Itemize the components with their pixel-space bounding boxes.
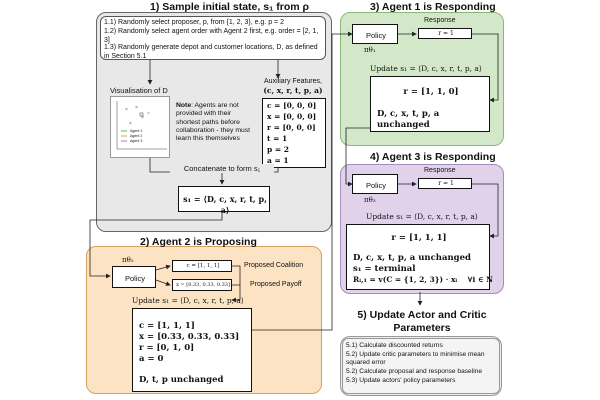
update-step-4: 5.3) Update actors' policy parameters	[346, 377, 456, 384]
initial-state: s₁ = ⟨D, c, x, r, t, p, a⟩	[183, 194, 267, 215]
legend-agent-3: Agent 3	[130, 139, 143, 143]
svg-text:×: ×	[141, 115, 144, 121]
section4-unchanged: D, c, x, t, p, a unchanged	[353, 253, 471, 263]
proposer-policy-label: Policy	[124, 274, 145, 283]
responder1-response-value: r = 1	[438, 30, 454, 37]
section4-r-value: r = [1, 1, 1]	[391, 233, 447, 243]
update-x: x = [0.33, 0.33, 0.33]	[139, 332, 240, 342]
aux-tuple: (c, x, r, t, p, a)	[263, 86, 323, 95]
responder3-policy-label: Policy	[365, 181, 386, 190]
responder3-response-value: r = 1	[438, 180, 454, 187]
aux-r: r = [0, 0, 0]	[267, 123, 316, 132]
initial-state-box: s₁ = ⟨D, c, x, r, t, p, a⟩	[178, 186, 270, 215]
aux-a: a = 1	[267, 156, 289, 165]
section1-title: 1) Sample initial state, s₁ from ρ	[150, 1, 310, 13]
svg-text:×: ×	[147, 111, 150, 117]
section3-update-label: Update s₁ = ⟨D, c, x, r, t, p, a⟩	[370, 64, 482, 73]
section4-title: 4) Agent 3 is Responding	[370, 151, 496, 163]
proposed-coalition-value: c = [1, 1, 1]	[186, 263, 220, 269]
legend-agent-1: Agent 1	[130, 129, 143, 133]
section3-r-value: r = [1, 1, 0]	[403, 87, 459, 97]
section5-title: 5) Update Actor and Critic Parameters	[357, 309, 487, 335]
aux-values-box: c = [0, 0, 0] x = [0, 0, 0] r = [0, 0, 0…	[262, 98, 326, 168]
proposer-policy-symbol: πθ₂	[122, 256, 134, 264]
aux-p: p = 2	[267, 145, 289, 154]
section2-update-label: Update s₁ = ⟨D, c, x, r, t, p, a⟩	[132, 296, 244, 305]
svg-text:×: ×	[135, 105, 138, 111]
section4-update-box: r = [1, 1, 1] D, c, x, t, p, a unchanged…	[346, 224, 493, 290]
locations-plot: × × × × × Agent 1 Agent 2 Agent 3	[110, 96, 170, 158]
responder3-response-box: r = 1	[418, 178, 472, 189]
concat-label: Concatenate to form s₁	[170, 164, 274, 174]
proposed-coalition-box: c = [1, 1, 1]	[172, 260, 232, 272]
update-c: c = [1, 1, 1]	[139, 321, 195, 331]
reward-formula: Rᵢ,₁ = v(C = {1, 2, 3}) · xᵢ ∀i ∈ N	[353, 275, 493, 284]
responder3-policy-box: Policy	[352, 174, 398, 194]
proposed-payoff-value: x = [0.33, 0.33, 0.33]	[176, 282, 230, 288]
responder3-policy-symbol: πθ₃	[364, 196, 376, 204]
section3-update-box: r = [1, 1, 0] D, c, x, t, p, a unchanged	[370, 76, 490, 132]
terminal-state: s₁ = terminal	[353, 264, 416, 274]
update-a: a = 0	[139, 354, 164, 364]
aux-c: c = [0, 0, 0]	[267, 101, 317, 110]
svg-text:×: ×	[129, 121, 132, 127]
init-steps-box: 1.1) Randomly select proposer, p, from {…	[100, 16, 326, 60]
responder1-policy-label: Policy	[365, 31, 386, 40]
section5-steps-box: 5.1) Calculate discounted returns 5.2) U…	[342, 338, 500, 394]
note-body: : Agents are not provided with their sho…	[176, 102, 251, 143]
update-step-1: 5.1) Calculate discounted returns	[346, 342, 443, 349]
responder1-policy-symbol: πθ₁	[364, 46, 376, 54]
proposed-payoff-box: x = [0.33, 0.33, 0.33]	[172, 279, 232, 291]
proposed-payoff-label: Proposed Payoff	[250, 281, 302, 288]
proposer-policy-box: Policy	[112, 266, 156, 288]
visualisation-label: Visualisation of D	[110, 86, 168, 95]
locations-scatter: × × × × ×	[116, 101, 167, 150]
aux-title: Auxiliary Features,	[264, 78, 322, 85]
section3-unchanged: D, c, x, t, p, a unchanged	[377, 109, 440, 131]
section2-unchanged: D, t, p unchanged	[139, 375, 224, 385]
init-step-1: 1.1) Randomly select proposer, p, from {…	[104, 19, 284, 26]
note-label: Note	[176, 102, 192, 109]
responder1-response-label: Response	[424, 17, 456, 24]
aux-t: t = 1	[267, 134, 288, 143]
responder1-policy-box: Policy	[352, 24, 398, 44]
init-step-2: 1.2) Randomly select agent order with Ag…	[104, 28, 319, 44]
legend-agent-2: Agent 2	[130, 134, 143, 138]
update-step-3: 5.2) Calculate proposal and response bas…	[346, 368, 482, 375]
proposed-coalition-label: Proposed Coalition	[244, 262, 304, 269]
responder1-response-box: r = 1	[418, 28, 472, 39]
section2-title: 2) Agent 2 is Proposing	[140, 236, 257, 248]
update-step-2: 5.2) Update critic parameters to minimis…	[346, 351, 485, 367]
section2-update-box: c = [1, 1, 1] x = [0.33, 0.33, 0.33] r =…	[132, 308, 252, 392]
note-text: Note: Agents are not provided with their…	[176, 102, 256, 143]
init-step-3: 1.3) Randomly generate depot and custome…	[104, 44, 318, 60]
aux-x: x = [0, 0, 0]	[267, 112, 317, 121]
update-r: r = [0, 1, 0]	[139, 343, 195, 353]
responder3-response-label: Response	[424, 167, 456, 174]
section3-title: 3) Agent 1 is Responding	[370, 1, 496, 13]
section4-update-label: Update s₁ = ⟨D, c, x, r, t, p, a⟩	[366, 212, 478, 221]
svg-text:×: ×	[125, 107, 128, 113]
